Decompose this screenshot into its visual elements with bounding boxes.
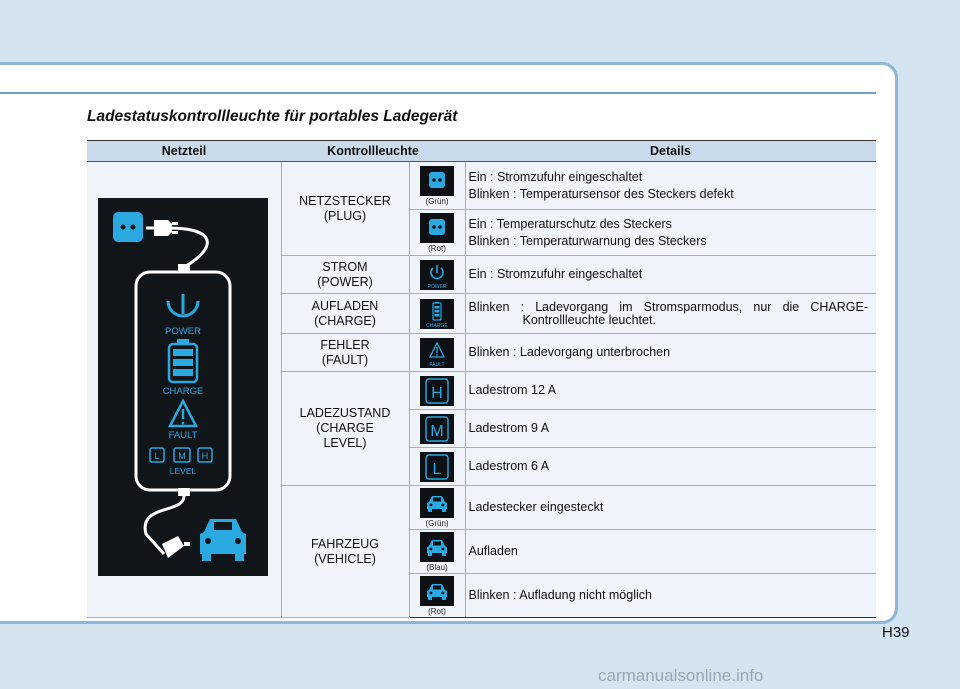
icon-cell: M — [409, 409, 466, 448]
svg-text:FAULT: FAULT — [429, 362, 444, 368]
watermark: carmanualsonline.info — [598, 666, 764, 685]
detail-cell: Ein : Stromzufuhr eingeschaltet Blinken … — [465, 161, 877, 210]
plug-icon — [113, 212, 143, 242]
level-l-icon: L — [149, 447, 165, 463]
detail-cell: Blinken : Aufladung nicht möglich — [465, 573, 877, 618]
battery-icon: CHARGE — [420, 299, 454, 329]
level-h-icon: H — [197, 447, 213, 463]
power-icon — [166, 294, 200, 318]
table-row: AUFLADEN (CHARGE) CHARGE Blinken : Ladev… — [87, 293, 877, 334]
detail-cell: Aufladen — [465, 529, 877, 574]
detail-cell: Ein : Temperaturschutz des Steckers Blin… — [465, 209, 877, 256]
table-row: L Ladestrom 6 A — [87, 447, 877, 486]
detail-cell: Ladestrom 12 A — [465, 371, 877, 410]
table-row: M Ladestrom 9 A — [87, 409, 877, 448]
icon-cell: H — [409, 371, 466, 410]
car-icon — [420, 576, 454, 606]
cable-connector — [178, 488, 190, 496]
svg-text:H: H — [202, 451, 209, 461]
icon-cell: (Grün) — [409, 161, 466, 210]
icon-caption: (Blau) — [426, 563, 448, 572]
warning-icon: FAULT — [420, 338, 454, 368]
icon-cell: (Grün) — [409, 485, 466, 530]
level-label: LEVEL — [170, 466, 197, 476]
table-row: (Blau) Aufladen — [87, 529, 877, 574]
col-header-netzteil: Netzteil — [87, 140, 281, 162]
plug-icon — [420, 166, 454, 196]
row-name-level: LADEZUSTAND (CHARGE LEVEL) — [281, 371, 410, 486]
connector-icon — [162, 536, 190, 558]
table-row: FAHRZEUG (VEHICLE) (Grün) Ladestecker ei… — [87, 485, 877, 618]
cable-connector — [178, 264, 190, 272]
row-name-plug: NETZSTECKER (PLUG) — [281, 161, 410, 256]
table-row: (Rot) Blinken : Aufladung nicht möglich — [87, 573, 877, 618]
icon-cell: CHARGE — [409, 293, 466, 334]
plug-icon — [420, 213, 454, 243]
svg-text:CHARGE: CHARGE — [426, 323, 448, 329]
charger-illustration: POWER CHARGE FAULT L M H LEV — [98, 198, 268, 576]
charge-label: CHARGE — [163, 386, 204, 397]
col-header-kontrollleuchte: Kontrollleuchte — [281, 140, 466, 162]
icon-cell: POWER — [409, 255, 466, 294]
page-number: H39 — [882, 624, 910, 641]
icon-cell: FAULT — [409, 333, 466, 372]
svg-text:M: M — [430, 423, 443, 440]
svg-text:POWER: POWER — [428, 284, 447, 290]
icon-cell: (Rot) — [409, 209, 466, 256]
row-name-charge: AUFLADEN (CHARGE) — [281, 293, 410, 334]
fault-label: FAULT — [169, 430, 198, 441]
level-m-icon: M — [173, 447, 191, 463]
svg-text:M: M — [178, 451, 186, 461]
svg-text:H: H — [431, 385, 443, 402]
detail-cell: Ein : Stromzufuhr eingeschaltet — [465, 255, 877, 294]
warning-icon — [167, 398, 199, 428]
detail-cell: Ladestecker eingesteckt — [465, 485, 877, 530]
row-name-vehicle: FAHRZEUG (VEHICLE) — [281, 485, 410, 618]
car-icon — [420, 532, 454, 562]
svg-text:L: L — [433, 461, 442, 478]
level-m-icon: M — [420, 414, 454, 444]
col-header-details: Details — [465, 140, 877, 162]
battery-icon — [167, 339, 199, 384]
table-header-row: Netzteil Kontrollleuchte Details — [87, 140, 877, 162]
level-l-icon: L — [420, 452, 454, 482]
row-name-power: STROM (POWER) — [281, 255, 410, 294]
section-heading: Ladestatuskontrollleuchte für portables … — [87, 108, 458, 125]
table-row: LADEZUSTAND (CHARGE LEVEL) H Ladestrom 1… — [87, 371, 877, 486]
table-row: FEHLER (FAULT) FAULT Blinken : Ladevorga… — [87, 333, 877, 372]
detail-cell: Ladestrom 6 A — [465, 447, 877, 486]
level-h-icon: H — [420, 376, 454, 406]
car-icon — [200, 519, 246, 561]
plug-head-icon — [146, 220, 178, 236]
row-name-fault: FEHLER (FAULT) — [281, 333, 410, 372]
icon-caption: (Grün) — [425, 519, 449, 528]
power-label: POWER — [165, 326, 201, 337]
detail-cell: Ladestrom 9 A — [465, 409, 877, 448]
icon-caption: (Rot) — [428, 244, 446, 253]
car-icon — [420, 488, 454, 518]
icon-cell: (Rot) — [409, 573, 466, 618]
table-row: (Rot) Ein : Temperaturschutz des Stecker… — [87, 209, 877, 256]
table-row: STROM (POWER) POWER Ein : Stromzufuhr ei… — [87, 255, 877, 294]
power-icon: POWER — [420, 260, 454, 290]
icon-caption: (Rot) — [428, 607, 446, 616]
detail-cell: Blinken : Ladevorgang im Stromsparmodus,… — [465, 293, 877, 334]
top-rule — [0, 92, 876, 94]
icon-caption: (Grün) — [425, 197, 449, 206]
icon-cell: L — [409, 447, 466, 486]
detail-cell: Blinken : Ladevorgang unterbrochen — [465, 333, 877, 372]
icon-cell: (Blau) — [409, 529, 466, 574]
svg-text:L: L — [154, 451, 159, 461]
